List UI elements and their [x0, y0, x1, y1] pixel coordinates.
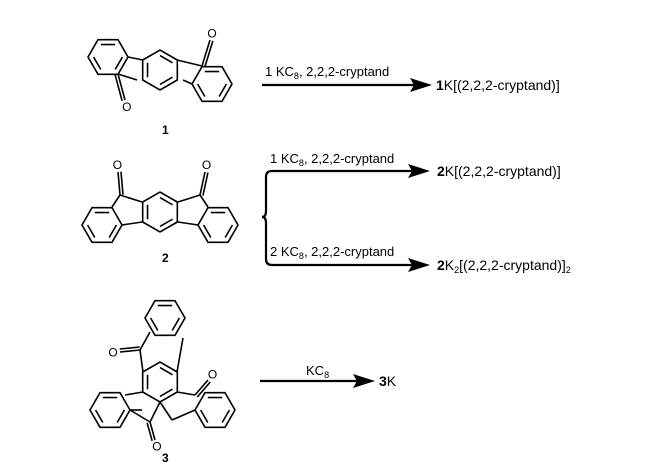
benzene-ring — [81, 206, 123, 244]
oxygen-labels: O O O O O O O — [108, 26, 217, 453]
bond — [176, 391, 196, 396]
bond — [127, 56, 144, 61]
arrowhead-1 — [410, 78, 432, 92]
double-bond — [221, 409, 231, 423]
double-bond — [108, 224, 118, 238]
oxygen-atom-label: O — [152, 440, 161, 454]
oxygen-atom-label: O — [122, 100, 131, 114]
double-bond — [92, 56, 102, 70]
bond — [196, 381, 211, 398]
arrow-reaction-2b — [261, 215, 415, 267]
bond — [119, 194, 143, 203]
bond — [149, 421, 156, 441]
bond — [119, 346, 140, 350]
product-label-2a: 2K[(2,2,2-cryptand)] — [437, 163, 561, 179]
arrowhead-3 — [353, 374, 375, 388]
product-label-3: 3K — [379, 373, 397, 389]
double-bond — [224, 224, 234, 238]
bond — [117, 171, 121, 196]
product-label-1: 1K[(2,2,2-cryptand)] — [436, 77, 560, 93]
bond — [177, 194, 201, 203]
bond — [117, 73, 126, 101]
compound-label-1: 1 — [162, 123, 169, 137]
bond — [119, 349, 141, 353]
bond — [176, 337, 184, 373]
bond — [201, 39, 211, 67]
benzene-ring — [144, 299, 186, 337]
double-bond — [159, 388, 173, 398]
bond — [182, 79, 193, 85]
double-bond — [171, 317, 181, 331]
arrow-reaction-2a — [261, 169, 415, 219]
reagent-label-1: 1 KC8, 2,2,2-cryptand — [265, 64, 390, 81]
bond — [120, 171, 124, 195]
molecule-structures — [81, 38, 239, 442]
bond — [124, 391, 144, 396]
bond — [194, 379, 209, 396]
double-bond — [159, 76, 173, 86]
bond — [177, 221, 199, 226]
oxygen-atom-label: O — [108, 346, 117, 360]
double-bond — [218, 83, 228, 97]
reagent-label-2a: 1 KC8, 2,2,2-cryptand — [270, 151, 395, 168]
bond — [114, 74, 123, 101]
bond — [159, 401, 173, 421]
oxygen-atom-label: O — [202, 158, 211, 172]
bond — [111, 194, 121, 208]
oxygen-atom-label: O — [208, 368, 217, 382]
reagent-label-3: KC8 — [306, 363, 330, 380]
bond — [202, 172, 209, 196]
product-label-2b: 2K2[(2,2,2-cryptand)]2 — [437, 257, 571, 275]
double-bond — [196, 83, 206, 97]
bond — [117, 73, 138, 81]
oxygen-atom-label: O — [207, 26, 216, 40]
bond — [146, 422, 153, 442]
bond — [176, 59, 203, 67]
double-bond — [114, 56, 124, 70]
bond — [129, 409, 151, 423]
double-bond — [159, 218, 173, 228]
double-bond — [159, 54, 173, 64]
double-bond — [159, 196, 173, 206]
bond — [199, 171, 206, 196]
double-bond — [202, 224, 212, 238]
double-bond — [116, 409, 126, 423]
compound-label-2: 2 — [162, 251, 169, 265]
benzene-ring — [141, 191, 179, 233]
double-bond — [86, 224, 96, 238]
bond — [171, 409, 196, 421]
reagent-label-2b: 2 KC8, 2,2,2-cryptand — [270, 244, 395, 261]
oxygen-atom-label: O — [113, 158, 122, 172]
double-bond — [149, 317, 159, 331]
bond — [149, 401, 161, 423]
benzene-ring — [89, 391, 131, 429]
double-bond — [199, 409, 209, 423]
double-bond — [94, 409, 104, 423]
bond — [199, 194, 209, 208]
bond — [139, 331, 151, 351]
arrowhead-2b — [408, 258, 430, 272]
compound-label-3: 3 — [162, 451, 169, 465]
bond — [139, 349, 144, 373]
double-bond — [159, 366, 173, 376]
bond — [121, 221, 143, 226]
bond — [204, 40, 214, 68]
arrowhead-2a — [408, 164, 430, 178]
